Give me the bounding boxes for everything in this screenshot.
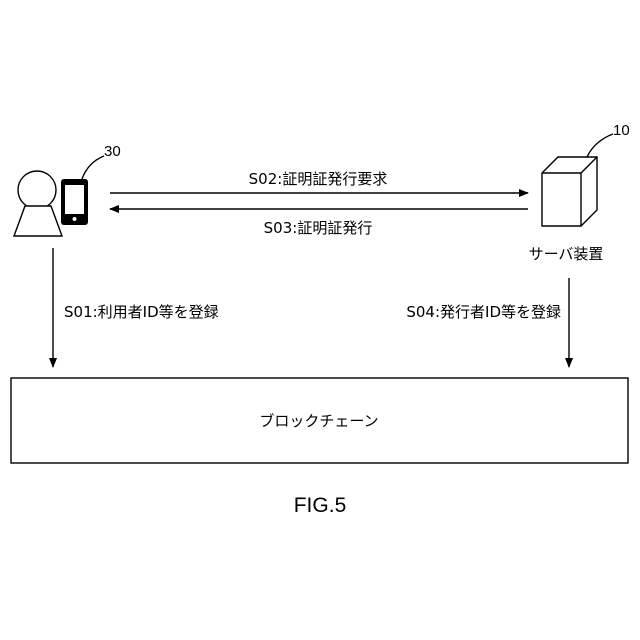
s04-label: S04:発行者ID等を登録	[406, 303, 561, 321]
s03-label: S03:証明証発行	[264, 219, 373, 237]
user-body	[14, 206, 62, 236]
ref-number-10: 10	[613, 122, 630, 139]
s02-label: S02:証明証発行要求	[249, 170, 388, 188]
user-head	[18, 171, 56, 209]
server-device-icon	[542, 157, 597, 226]
server-label: サーバ装置	[529, 245, 604, 263]
figure-caption: FIG.5	[294, 494, 347, 517]
ref-number-30: 30	[104, 143, 121, 160]
s01-label: S01:利用者ID等を登録	[64, 303, 219, 321]
ref-10-leader-line	[587, 134, 613, 157]
user-figure	[14, 171, 62, 236]
blockchain-label: ブロックチェーン	[259, 412, 378, 430]
ref-30-leader-line	[82, 156, 104, 179]
smartphone-icon	[61, 179, 88, 225]
